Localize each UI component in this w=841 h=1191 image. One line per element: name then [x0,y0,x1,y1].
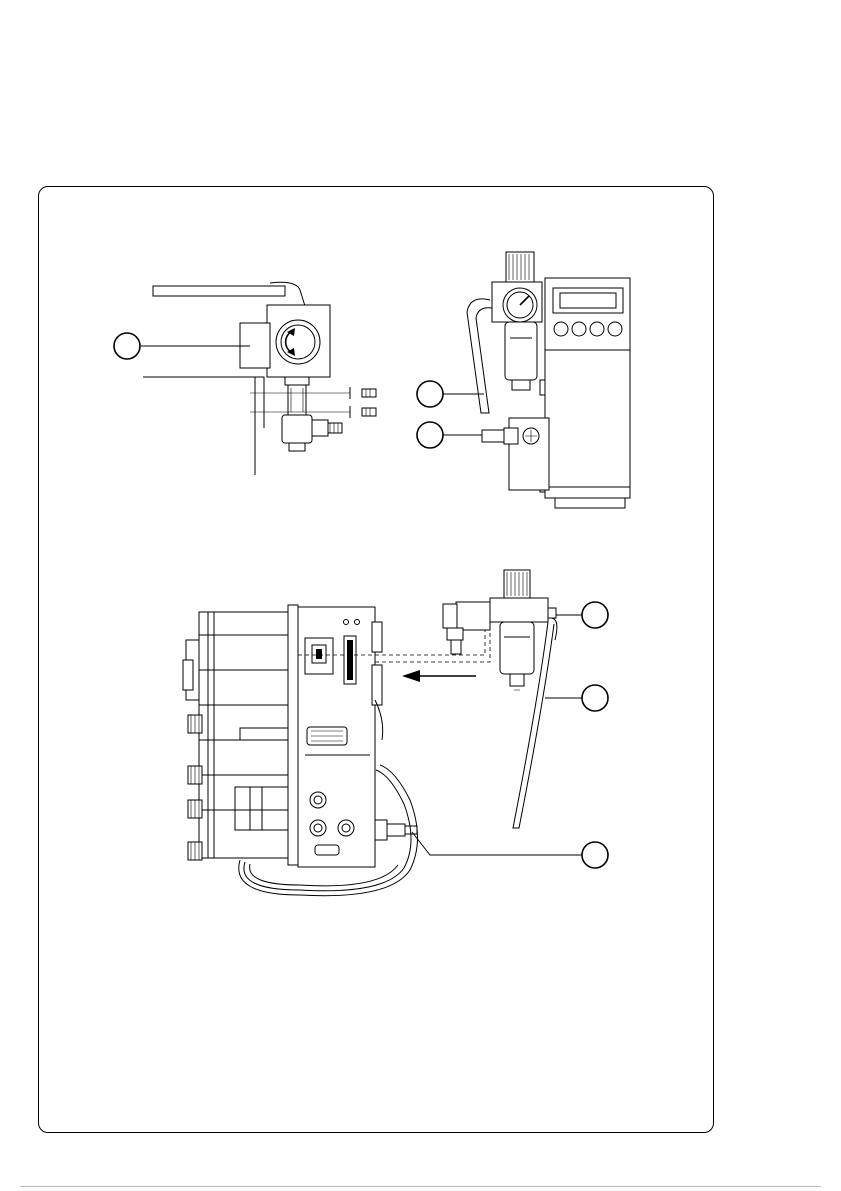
callout-b [417,381,443,407]
callout-a [114,333,140,359]
callout-c [417,422,443,448]
callout-d [582,602,608,628]
callout-f [582,842,608,868]
applicator-view [183,570,608,896]
callout-e [582,685,608,711]
controller-view [417,252,630,508]
valve-detail [114,282,376,475]
